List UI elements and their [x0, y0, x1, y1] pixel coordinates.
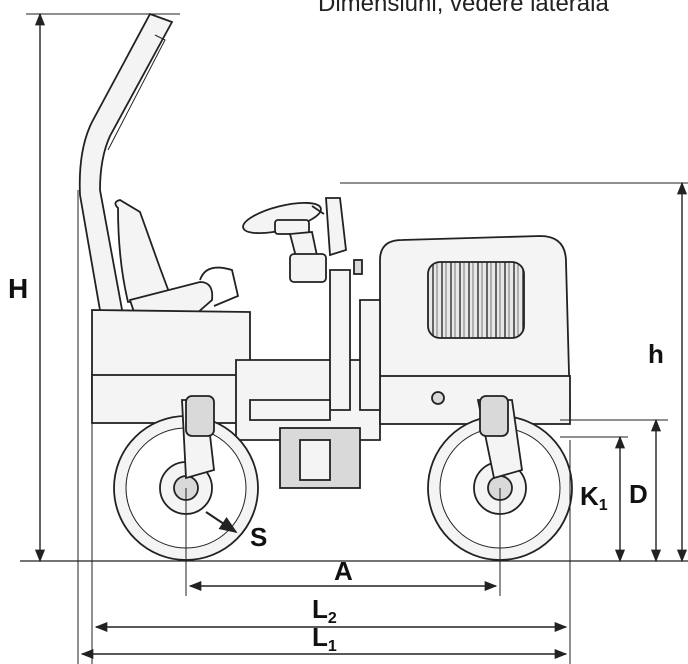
- s-indicator-arrow: [205, 511, 238, 533]
- label-K1-main: K: [580, 481, 599, 511]
- dimension-D: [560, 418, 668, 563]
- label-L2-sub: 2: [328, 610, 337, 627]
- label-L1-sub: 1: [328, 638, 337, 655]
- label-L2-main: L: [312, 594, 328, 624]
- dimension-L1: [77, 190, 568, 664]
- label-H: H: [8, 273, 28, 304]
- label-D: D: [629, 479, 648, 509]
- label-L1: L1: [312, 622, 337, 655]
- diagram-title: Dimensiuni, vedere laterală: [318, 0, 609, 17]
- label-L2: L2: [312, 594, 337, 627]
- label-L1-main: L: [312, 622, 328, 652]
- chassis-frame: [91, 269, 381, 489]
- label-h: h: [648, 339, 664, 369]
- operator-seat: [114, 199, 242, 360]
- label-K1-sub: 1: [599, 497, 608, 514]
- dimension-K1: [560, 435, 628, 563]
- label-A: A: [334, 556, 353, 586]
- dimension-A: [185, 488, 501, 596]
- label-K1: K1: [580, 481, 608, 514]
- engine-hood: [353, 235, 571, 425]
- dimension-H: [26, 12, 180, 563]
- steering-wheel: [242, 197, 347, 283]
- dimension-h: [340, 181, 688, 563]
- dimension-L2: [91, 400, 571, 664]
- label-S: S: [250, 522, 267, 552]
